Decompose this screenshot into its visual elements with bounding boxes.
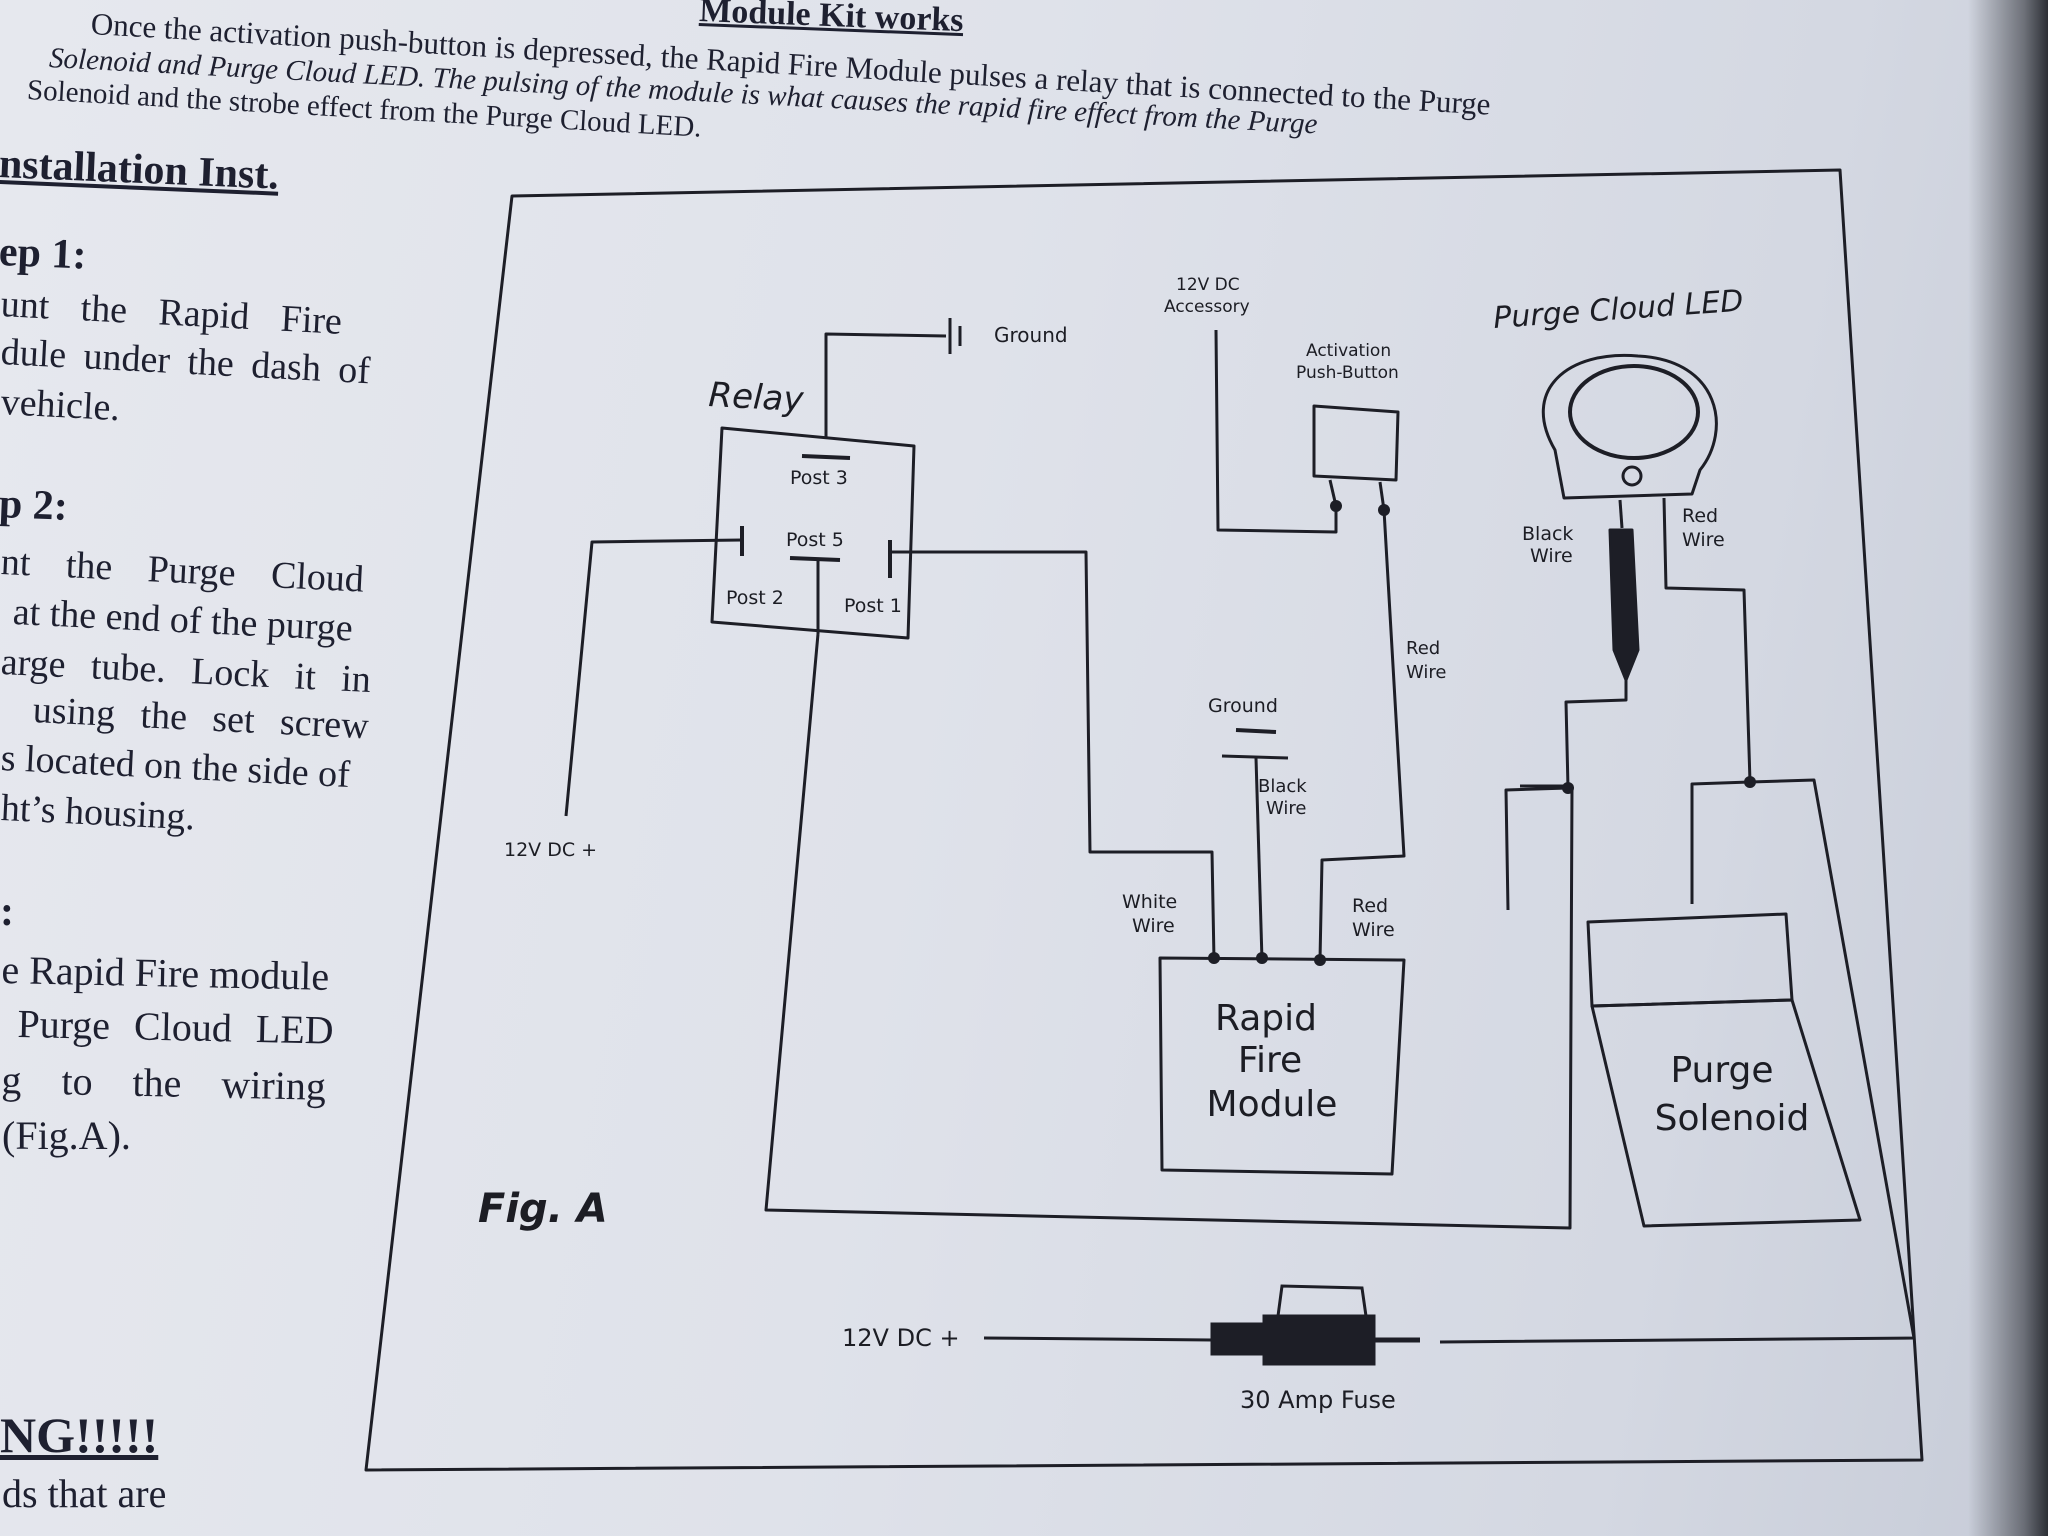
wire-relay-12v [564,538,743,817]
background-shadow [1968,0,2048,1536]
push-button-label-1: Activation [1306,341,1391,361]
relay-post1-label: Post 1 [844,595,902,617]
ground-symbol-mid [1235,728,1277,734]
module-label-2: Fire [1238,1040,1302,1081]
diagram-frame [364,168,1924,1472]
led-red-wire-label-2: Wire [1682,529,1725,551]
led-black-wire-label-2: Wire [1530,545,1573,567]
fuse [1210,1284,1376,1366]
push-button-label-2: Push-Button [1296,363,1399,383]
wire-accessory [1214,329,1338,534]
module-black-wire-label-1: Black [1258,776,1307,797]
push-button-body [1312,404,1400,482]
wire-pb-red [1318,509,1406,961]
module-label-3: Module [1207,1084,1338,1125]
fuse-12v-label: 12V DC + [842,1324,960,1352]
relay-post5-label: Post 5 [786,529,844,551]
warning-heading: NG!!!!! [0,1407,159,1463]
relay-box [710,426,916,640]
wire-led-red [1439,497,1916,1344]
wire-ground-top [824,332,947,438]
ground-top-label: Ground [994,323,1068,347]
relay-post2-label: Post 2 [726,587,784,609]
led-housing [1541,353,1718,500]
fuse-label: 30 Amp Fuse [1240,1386,1396,1414]
led-red-wire-label-1: Red [1682,505,1718,527]
accessory-label-1: 12V DC [1176,275,1240,295]
led-black-wire-label-1: Black [1522,523,1573,545]
wire-module-black [1254,757,1264,961]
led-black-holder [1608,528,1640,682]
module-label-1: Rapid [1215,998,1317,1039]
relay-12v-label: 12V DC + [504,839,597,861]
figure-label: Fig. A [478,1186,608,1232]
module-white-wire-label-1: White [1122,891,1177,913]
module-black-wire-label-2: Wire [1266,798,1306,819]
purge-led-title: Purge Cloud LED [1492,284,1744,336]
solenoid-body [1590,998,1862,1228]
step3-heading: : [0,889,14,935]
pb-red-wire-label-1: Red [1406,638,1440,659]
accessory-label-2: Accessory [1164,297,1250,317]
solenoid-label-1: Purge [1670,1050,1773,1091]
wire-white [890,550,1216,961]
junction-dots [1208,500,1756,966]
wire-fuse-input [983,1336,1213,1342]
module-red-wire-label-1: Red [1352,895,1388,917]
wire-return [764,633,1574,1230]
warning-line: ds that are [2,1471,167,1516]
led-ring [1568,364,1700,460]
ground-mid-label: Ground [1208,695,1278,717]
solenoid-top [1586,912,1794,1008]
pb-red-wire-label-2: Wire [1406,662,1446,683]
relay-title: Relay [708,375,806,420]
relay-post3-label: Post 3 [790,467,848,489]
step3-line: (Fig.A). [2,1113,131,1158]
wire-led-black [1504,680,1628,911]
solenoid-label-2: Solenoid [1655,1098,1810,1139]
module-white-wire-label-2: Wire [1132,915,1175,937]
module-red-wire-label-2: Wire [1352,919,1395,941]
